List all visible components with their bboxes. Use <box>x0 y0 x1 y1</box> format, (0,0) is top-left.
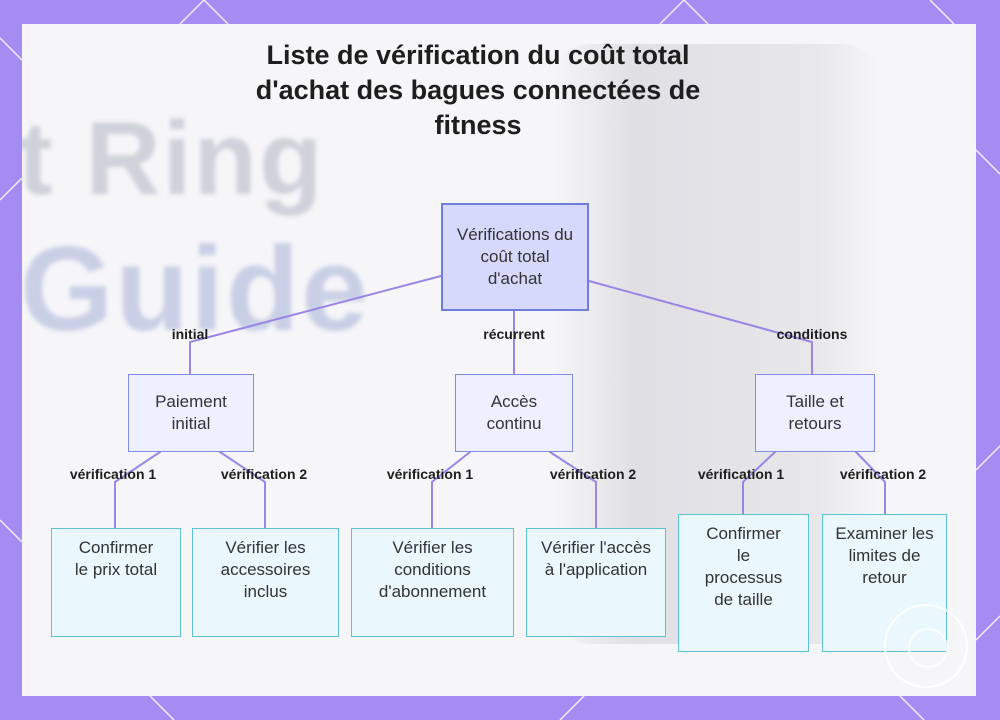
connector-root-initial <box>189 275 442 375</box>
leaf-node-label: Confirmer le prix total <box>74 538 158 579</box>
branch-node-acces: Accès continu <box>455 374 573 452</box>
leaf-node-label: Examiner les limites de retour <box>835 524 934 587</box>
edge-label-recurrent: récurrent <box>483 326 545 342</box>
leaf-node-verifier-application: Vérifier l'accès à l'application <box>526 528 666 637</box>
page-title: Liste de vérification du coût total d'ac… <box>255 40 701 140</box>
branch-node-label: Taille et retours <box>786 392 844 433</box>
connector-paiement-v2 <box>219 451 266 529</box>
branch-node-label: Accès continu <box>486 392 542 433</box>
leaf-node-confirmer-taille: Confirmer le processus de taille <box>678 514 809 652</box>
background-text-1: t Ring <box>22 101 325 217</box>
edge-label-verification: vérification 2 <box>220 466 308 482</box>
leaf-node-label: Vérifier les accessoires inclus <box>220 538 311 601</box>
edge-label-verification: vérification 2 <box>549 466 637 482</box>
diagram-panel: t Ring Guide <box>22 24 976 696</box>
leaf-node-label: Vérifier l'accès à l'application <box>541 538 652 579</box>
root-node-label: Vérifications du coût total d'achat <box>456 225 574 288</box>
root-node: Vérifications du coût total d'achat <box>441 203 589 311</box>
connector-paiement-v1 <box>114 451 161 529</box>
edge-label-initial: initial <box>171 326 209 342</box>
connector-root-conditions <box>588 280 813 375</box>
connector-acces-v1 <box>431 451 471 529</box>
branch-node-taille: Taille et retours <box>755 374 875 452</box>
connector-acces-v2 <box>549 451 597 529</box>
leaf-node-verifier-accessoires: Vérifier les accessoires inclus <box>192 528 339 637</box>
leaf-node-label: Vérifier les conditions d'abonnement <box>378 538 487 601</box>
leaf-node-verifier-abonnement: Vérifier les conditions d'abonnement <box>351 528 514 637</box>
edge-label-verification: vérification 1 <box>69 466 157 482</box>
connector-taille-v1 <box>742 451 776 515</box>
edge-label-conditions: conditions <box>776 326 848 342</box>
leaf-node-confirmer-prix: Confirmer le prix total <box>51 528 181 637</box>
connector-taille-v2 <box>855 451 886 515</box>
edge-label-verification: vérification 2 <box>839 466 927 482</box>
branch-node-label: Paiement initial <box>155 392 227 433</box>
background-text-2: Guide <box>22 222 371 356</box>
branch-node-paiement: Paiement initial <box>128 374 254 452</box>
edge-label-verification: vérification 1 <box>697 466 785 482</box>
leaf-node-label: Confirmer le processus de taille <box>704 524 783 609</box>
watermark-circle <box>884 604 968 688</box>
edge-label-verification: vérification 1 <box>386 466 474 482</box>
